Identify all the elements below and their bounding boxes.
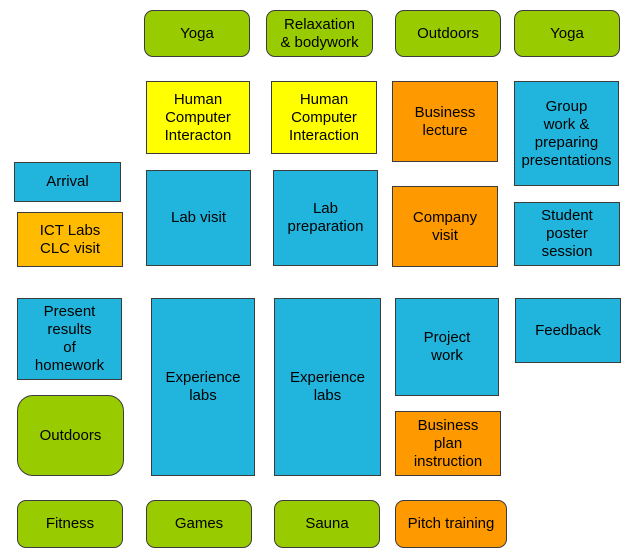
box-experience-labs-day3: Experience labs	[274, 298, 381, 476]
box-lab-visit: Lab visit	[146, 170, 251, 266]
box-arrival: Arrival	[14, 162, 121, 202]
box-lab-preparation: Lab preparation	[273, 170, 378, 266]
box-fitness: Fitness	[17, 500, 123, 548]
box-relaxation-bodywork: Relaxation & bodywork	[266, 10, 373, 57]
box-yoga-day5: Yoga	[514, 10, 620, 57]
box-outdoors-day4: Outdoors	[395, 10, 501, 57]
box-business-lecture: Business lecture	[392, 81, 498, 162]
box-company-visit: Company visit	[392, 186, 498, 267]
box-group-work: Group work & preparing presentations	[514, 81, 619, 186]
box-present-results: Present results of homework	[17, 298, 122, 380]
box-business-plan-instruction: Business plan instruction	[395, 411, 501, 476]
box-feedback: Feedback	[515, 298, 621, 363]
box-experience-labs-day2: Experience labs	[151, 298, 255, 476]
box-hci-day3: Human Computer Interaction	[271, 81, 377, 154]
box-yoga-day2: Yoga	[144, 10, 250, 57]
box-outdoors-day1: Outdoors	[17, 395, 124, 476]
box-project-work: Project work	[395, 298, 499, 396]
box-student-poster-session: Student poster session	[514, 202, 620, 266]
box-games: Games	[146, 500, 252, 548]
box-hci-day2: Human Computer Interacton	[146, 81, 250, 154]
box-ict-labs-clc-visit: ICT Labs CLC visit	[17, 212, 123, 267]
box-pitch-training: Pitch training	[395, 500, 507, 548]
box-sauna: Sauna	[274, 500, 380, 548]
